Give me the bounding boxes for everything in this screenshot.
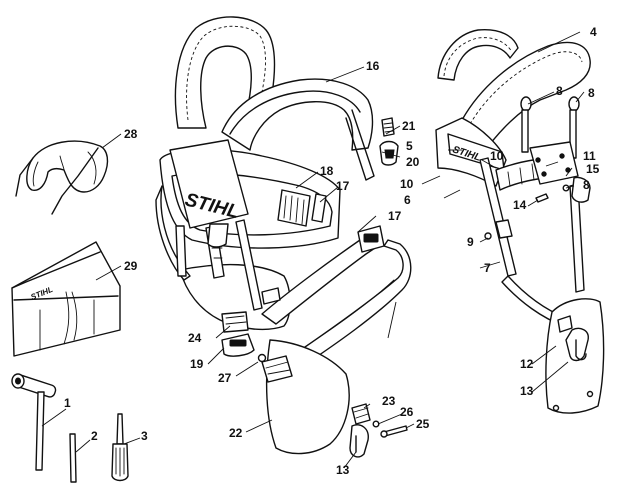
combination-wrench	[11, 373, 57, 471]
manual-pouch: STIHL	[11, 241, 121, 357]
pin	[69, 433, 77, 483]
callout-22: 22	[229, 426, 243, 440]
callout-5: 5	[406, 139, 413, 153]
callout-29: 29	[124, 259, 138, 273]
callout-13-plate: 13	[520, 384, 534, 398]
callout-labels: 1 2 3 4 5 6 7 8 8 8 9 10 10 11 12 13 13 …	[64, 25, 600, 477]
callout-leaders	[41, 31, 585, 469]
callout-9: 9	[467, 235, 474, 249]
callout-2: 2	[91, 429, 98, 443]
callout-17-upper: 17	[336, 179, 350, 193]
callout-7: 7	[484, 261, 491, 275]
callout-3: 3	[141, 429, 148, 443]
callout-27: 27	[218, 371, 232, 385]
callout-12: 12	[520, 357, 534, 371]
callout-21: 21	[402, 119, 416, 133]
callout-24: 24	[188, 331, 202, 345]
callout-23: 23	[382, 394, 396, 408]
screwdriver	[111, 413, 129, 482]
callout-4: 4	[590, 25, 597, 39]
safety-glasses	[15, 140, 109, 215]
harness-assembly: STIHL	[155, 16, 412, 455]
callout-8-top-left: 8	[556, 84, 563, 98]
callout-10-left: 10	[400, 177, 414, 191]
callout-26: 26	[400, 405, 414, 419]
callout-1: 1	[64, 396, 71, 410]
callout-10-right: 10	[490, 149, 504, 163]
callout-16: 16	[366, 59, 380, 73]
callout-17-lower: 17	[388, 209, 402, 223]
callout-20: 20	[406, 155, 420, 169]
callout-28: 28	[124, 127, 138, 141]
callout-15: 15	[586, 162, 600, 176]
callout-8-top-right: 8	[588, 86, 595, 100]
small-parts	[349, 184, 570, 458]
callout-18: 18	[320, 164, 334, 178]
callout-6: 6	[404, 193, 411, 207]
callout-8-side: 8	[583, 178, 590, 192]
callout-14: 14	[513, 198, 527, 212]
callout-13-hook: 13	[336, 463, 350, 477]
shoulder-strap-assembly: STIHL	[435, 29, 605, 414]
callout-11: 11	[583, 149, 596, 163]
callout-19: 19	[190, 357, 204, 371]
callout-25: 25	[416, 417, 430, 431]
